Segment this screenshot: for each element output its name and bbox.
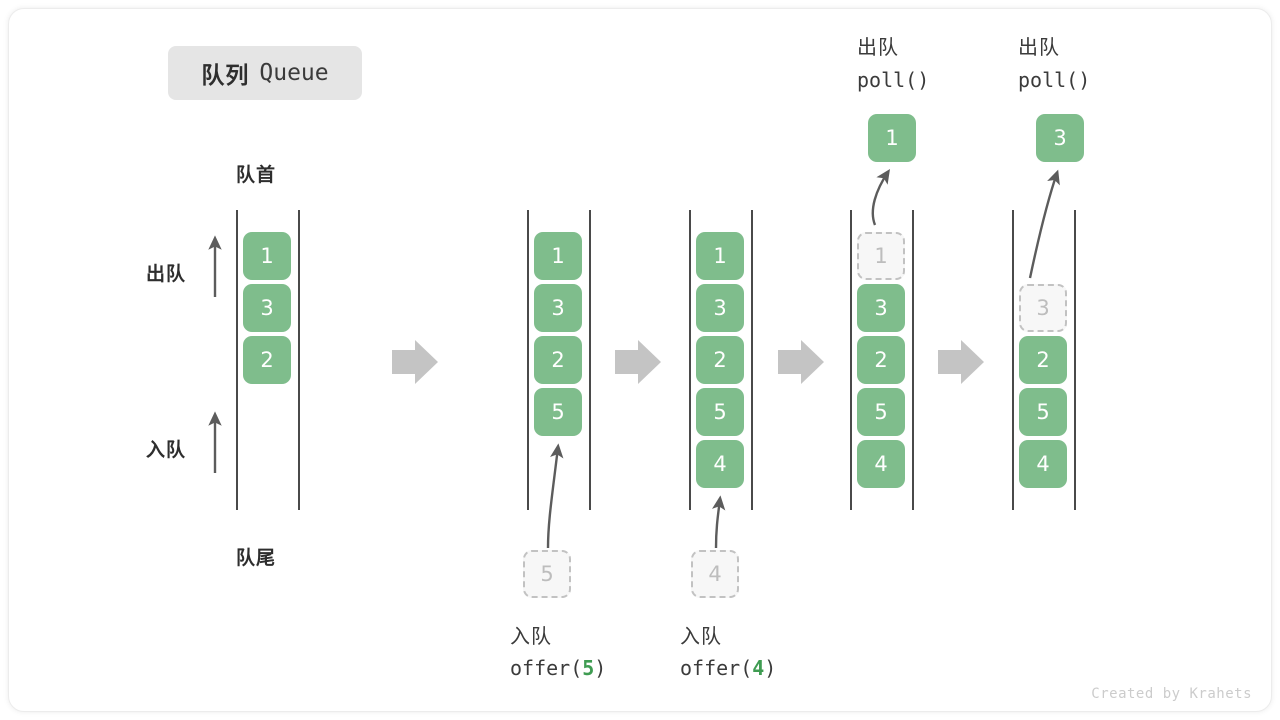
queue-element: 1 — [243, 232, 291, 280]
stage-offer-5-caption-code: offer(5) — [510, 656, 607, 680]
queue-rail-left — [850, 210, 852, 510]
stage-offer-5-caption-cn: 入队 — [510, 624, 552, 648]
queue-element: 5 — [857, 388, 905, 436]
dequeue-direction-label: 出队 — [146, 263, 187, 285]
incoming-element-ghost: 4 — [691, 550, 739, 598]
queue-rail-right — [751, 210, 753, 510]
queue-element: 5 — [696, 388, 744, 436]
queue-element-removed: 1 — [857, 232, 905, 280]
incoming-element-ghost: 5 — [523, 550, 571, 598]
stage-poll-3-caption-cn: 出队 — [1018, 35, 1060, 59]
queue-element-new: 5 — [534, 388, 582, 436]
diagram-title-badge: 队列 Queue — [168, 46, 362, 100]
enqueue-direction-label: 入队 — [146, 439, 187, 461]
queue-element: 3 — [696, 284, 744, 332]
stage-poll-1-caption-code: poll() — [857, 68, 930, 92]
queue-rail-left — [527, 210, 529, 510]
queue-rail-left — [689, 210, 691, 510]
queue-element-removed: 3 — [1019, 284, 1067, 332]
queue-element: 5 — [1019, 388, 1067, 436]
stage-poll-3-caption-code: poll() — [1018, 68, 1091, 92]
queue-head-label: 队首 — [236, 164, 277, 186]
watermark-credit: Created by Krahets — [1091, 686, 1252, 702]
queue-element: 1 — [696, 232, 744, 280]
poll-result-element: 3 — [1036, 114, 1084, 162]
queue-element: 2 — [243, 336, 291, 384]
queue-element-new: 4 — [696, 440, 744, 488]
queue-rail-left — [1012, 210, 1014, 510]
queue-element: 2 — [534, 336, 582, 384]
stage-offer-4-caption-code: offer(4) — [680, 656, 777, 680]
queue-element: 3 — [857, 284, 905, 332]
poll-result-element: 1 — [868, 114, 916, 162]
stage-offer-4-arg: 4 — [752, 656, 765, 680]
queue-element: 1 — [534, 232, 582, 280]
queue-tail-label: 队尾 — [236, 547, 277, 569]
queue-rail-right — [298, 210, 300, 510]
queue-element: 4 — [1019, 440, 1067, 488]
queue-element: 3 — [534, 284, 582, 332]
title-english: Queue — [259, 60, 329, 86]
diagram-card — [8, 8, 1272, 712]
queue-rail-right — [589, 210, 591, 510]
queue-element: 2 — [1019, 336, 1067, 384]
queue-rail-left — [236, 210, 238, 510]
queue-element: 2 — [696, 336, 744, 384]
queue-element: 3 — [243, 284, 291, 332]
stage-offer-4-caption-cn: 入队 — [680, 624, 722, 648]
title-chinese: 队列 — [201, 63, 250, 89]
queue-element: 4 — [857, 440, 905, 488]
stage-offer-5-arg: 5 — [582, 656, 595, 680]
queue-rail-right — [912, 210, 914, 510]
stage-poll-1-caption-cn: 出队 — [857, 35, 899, 59]
queue-rail-right — [1074, 210, 1076, 510]
queue-element: 2 — [857, 336, 905, 384]
